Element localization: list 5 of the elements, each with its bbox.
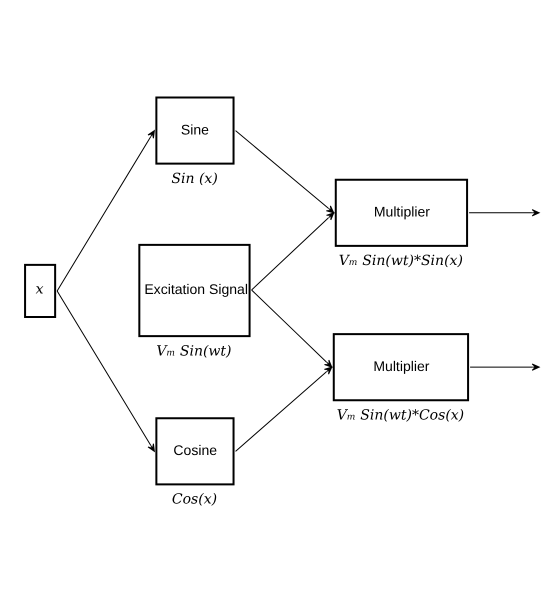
node-label: Sin (x) [171, 170, 218, 187]
node-label: Vm Sin(wt)*Sin(x) [338, 253, 463, 270]
node-label: Cos(x) [172, 492, 218, 508]
node-label: Vm Sin(wt) [156, 343, 232, 360]
node-label: Vm Sin(wt)*Cos(x) [336, 407, 464, 424]
